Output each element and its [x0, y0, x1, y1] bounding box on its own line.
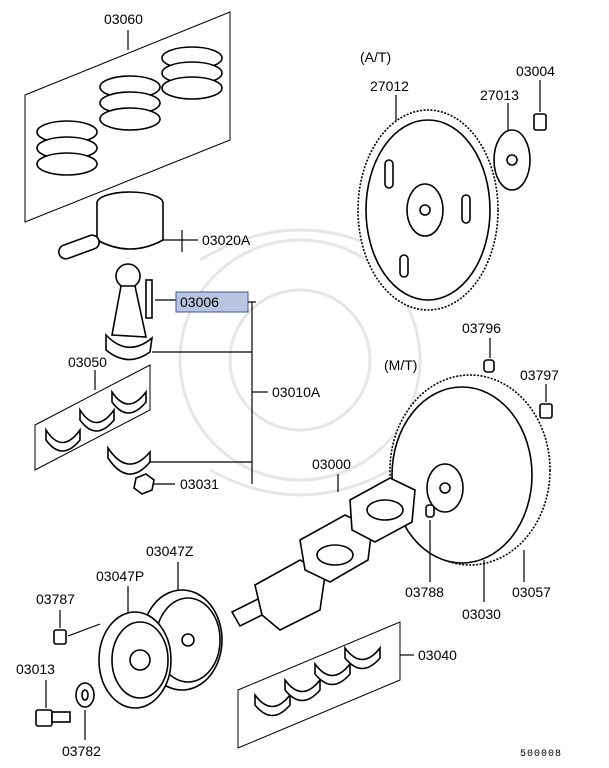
- label-03788: 03788: [405, 584, 444, 600]
- label-03796: 03796: [462, 320, 501, 336]
- label-03787: 03787: [36, 591, 75, 607]
- label-03031: 03031: [180, 476, 219, 492]
- rod-bearings-group[interactable]: 03050: [34, 354, 151, 471]
- label-03047Z: 03047Z: [146, 543, 194, 559]
- label-03006: 03006: [180, 294, 219, 310]
- diagram-code: 500008: [520, 749, 562, 760]
- label-27013: 27013: [480, 87, 519, 103]
- label-03057: 03057: [512, 584, 551, 600]
- connecting-rod[interactable]: [105, 263, 178, 361]
- crank-pulley-03047P[interactable]: 03047P: [96, 568, 172, 709]
- label-03013: 03013: [16, 661, 55, 677]
- rod-assembly-bracket: 03010A: [150, 302, 321, 484]
- pin-03788[interactable]: 03788: [405, 504, 444, 600]
- label-03010A: 03010A: [272, 384, 321, 400]
- label-03060: 03060: [104, 11, 143, 27]
- label-03782: 03782: [62, 743, 101, 759]
- flywheel-callouts: 03030 03057: [462, 550, 551, 622]
- bolt-03004[interactable]: 03004: [516, 63, 555, 131]
- label-03047P: 03047P: [96, 568, 144, 584]
- main-bearings-group[interactable]: 03040: [237, 621, 457, 749]
- label-03020A: 03020A: [202, 232, 251, 248]
- label-03030: 03030: [462, 606, 501, 622]
- flywheel-mt[interactable]: (M/T): [384, 357, 551, 566]
- label-03000: 03000: [312, 456, 351, 472]
- rod-cap[interactable]: 03031: [107, 445, 219, 495]
- ring-set-1: [36, 120, 98, 176]
- label-03004: 03004: [516, 63, 555, 79]
- ring-set-2: [99, 75, 161, 131]
- bolt-03797[interactable]: 03797: [520, 367, 559, 419]
- piston-rings-group[interactable]: 03060: [24, 11, 231, 223]
- bolt-03013[interactable]: 03013: [16, 661, 71, 727]
- adapter-plate-27013[interactable]: 27013: [480, 87, 531, 191]
- drive-plate-at[interactable]: (A/T) 27012: [357, 49, 499, 311]
- bolt-03787[interactable]: 03787: [36, 591, 101, 645]
- label-27012: 27012: [370, 78, 409, 94]
- variant-mt-label: (M/T): [384, 357, 417, 373]
- crankshaft[interactable]: 03000: [230, 456, 416, 631]
- label-03050: 03050: [68, 354, 107, 370]
- label-03797: 03797: [520, 367, 559, 383]
- washer-03782[interactable]: 03782: [62, 682, 101, 759]
- variant-at-label: (A/T): [360, 49, 391, 65]
- label-03040: 03040: [418, 647, 457, 663]
- piston-assembly[interactable]: 03020A: [57, 191, 251, 261]
- ring-set-3: [161, 46, 223, 100]
- dowel-03796[interactable]: 03796: [462, 320, 501, 373]
- bolt-03006-callout[interactable]: 03006: [175, 291, 256, 313]
- watermark-emblem: [178, 228, 422, 497]
